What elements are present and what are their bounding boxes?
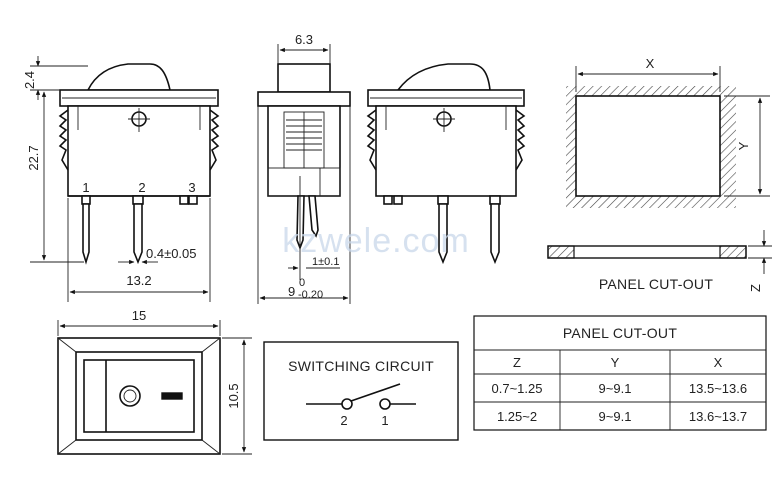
table-cell: 13.5~13.6 xyxy=(689,381,747,396)
table-frame xyxy=(473,315,767,431)
dim-pin-thickness: 0.4±0.05 xyxy=(146,246,197,261)
rear-pin-2 xyxy=(438,203,448,265)
dim-cap-width: 6.3 xyxy=(295,32,313,47)
table-cell: 1.25~2 xyxy=(497,409,537,424)
terminal-1 xyxy=(379,398,391,410)
pin-3-base xyxy=(179,195,189,205)
dim-bezel-width: 15 xyxy=(132,308,146,323)
terminal-label-1: 1 xyxy=(381,413,388,428)
table-header-z: Z xyxy=(513,355,521,370)
table-header-y: Y xyxy=(611,355,620,370)
pin-1-base xyxy=(81,195,91,205)
table-cell: 9~9.1 xyxy=(599,381,632,396)
watermark-text: kzwele.com xyxy=(282,222,470,260)
table-header-x: X xyxy=(714,355,723,370)
panel-cutout-caption: PANEL CUT-OUT xyxy=(599,276,714,292)
top-view: 15 10.5 xyxy=(57,308,252,455)
panel-cutout-sketch: X Y Z PANEL CUT-OUT xyxy=(547,56,772,292)
dim-flange-width: 9 xyxy=(288,284,295,299)
cutout-opening xyxy=(575,95,721,197)
rocker-top xyxy=(86,63,171,91)
rear-rocker xyxy=(396,63,491,91)
on-symbol xyxy=(161,392,183,400)
side-view: 6.3 1±0.1 9 0 -0.20 xyxy=(257,32,351,304)
switch-blade xyxy=(350,383,401,402)
dim-bezel-height: 10.5 xyxy=(226,383,241,408)
rocker-cap xyxy=(277,63,331,93)
right-clip xyxy=(209,109,220,171)
rear-view xyxy=(366,63,526,265)
terminal-label-2: 2 xyxy=(340,413,347,428)
cutout-z-label: Z xyxy=(748,284,763,292)
pin-label-1: 1 xyxy=(82,180,89,195)
table-title: PANEL CUT-OUT xyxy=(563,325,678,341)
dim-flange-tol-upper: 0 xyxy=(299,277,305,289)
dim-rocker-height: 2.4 xyxy=(22,71,37,89)
circuit-frame xyxy=(263,341,459,441)
cutout-x-label: X xyxy=(646,56,655,71)
panel-section xyxy=(547,245,747,259)
off-symbol xyxy=(119,385,141,407)
left-clip xyxy=(58,109,69,171)
table-cell: 9~9.1 xyxy=(599,409,632,424)
side-flange xyxy=(257,91,351,107)
side-pin-b xyxy=(308,195,319,238)
pin-2-base xyxy=(132,195,144,205)
pin-2 xyxy=(133,203,143,265)
dim-pin-width: 1±0.1 xyxy=(312,256,339,268)
pin-label-2: 2 xyxy=(138,180,145,195)
cutout-table: PANEL CUT-OUT Z Y X 0.7~1.25 9~9.1 13.5~… xyxy=(473,315,767,431)
front-view: 1 2 3 2.4 22.7 0.4±0.05 13.2 xyxy=(22,56,220,302)
table-cell: 0.7~1.25 xyxy=(492,381,543,396)
dim-flange-tol-lower: -0.20 xyxy=(298,289,323,301)
pin-label-3: 3 xyxy=(188,180,195,195)
cutout-y-label: Y xyxy=(736,141,751,150)
switching-circuit-box: SWITCHING CIRCUIT 2 1 xyxy=(263,341,459,441)
side-pin-a xyxy=(296,195,305,251)
terminal-2 xyxy=(341,398,353,410)
pin-1 xyxy=(82,203,90,265)
dim-total-height: 22.7 xyxy=(26,145,41,170)
rear-pin-1 xyxy=(490,203,500,265)
table-cell: 13.6~13.7 xyxy=(689,409,747,424)
circuit-title: SWITCHING CIRCUIT xyxy=(288,358,434,374)
dim-body-width: 13.2 xyxy=(126,273,151,288)
